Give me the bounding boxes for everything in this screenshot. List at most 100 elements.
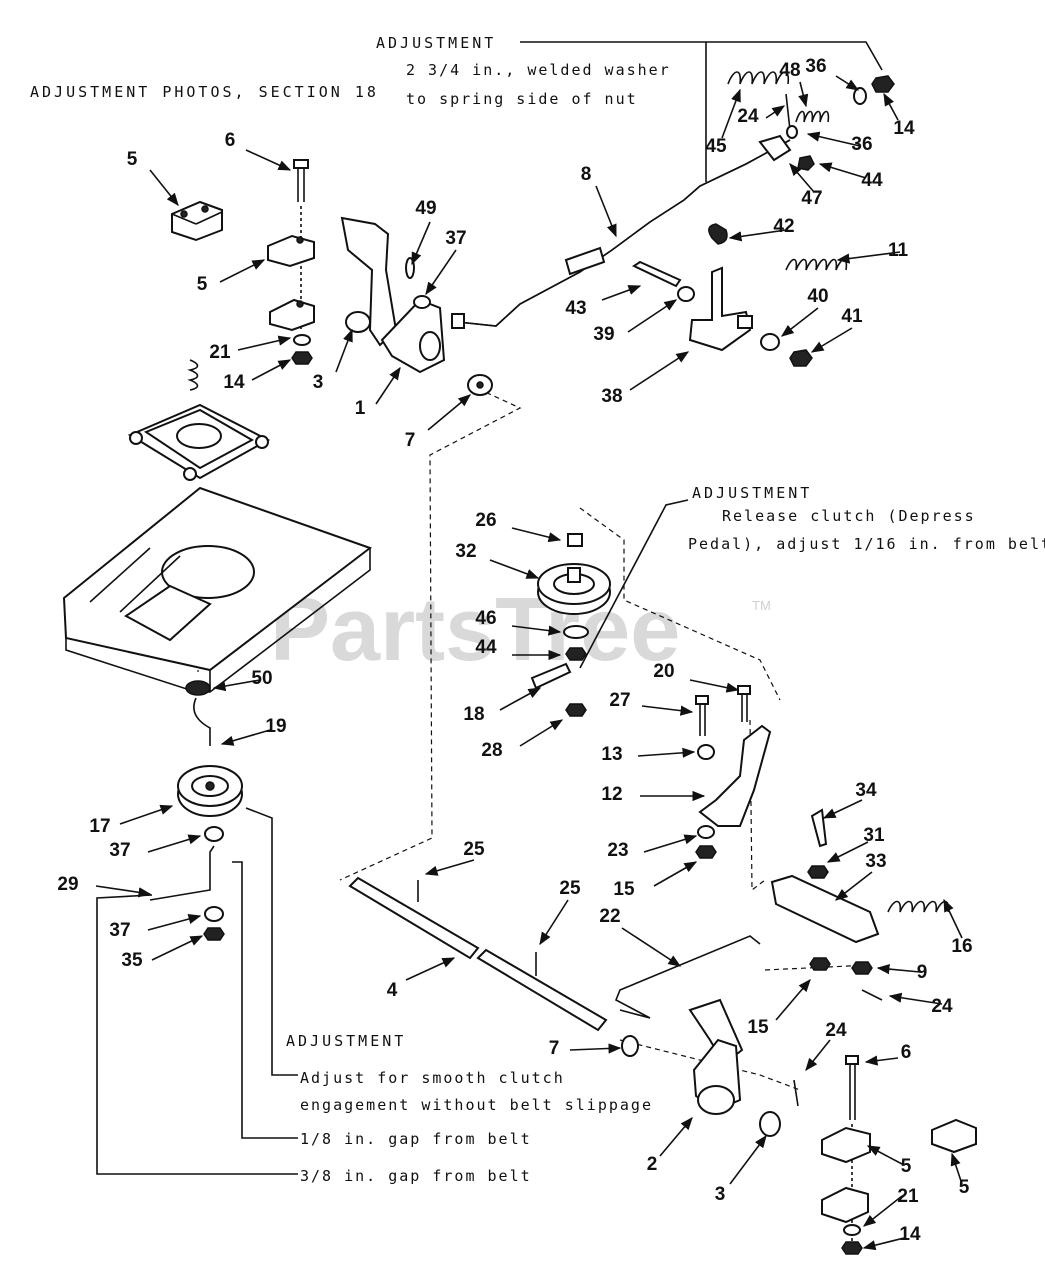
pins-49-37 <box>405 257 431 309</box>
nut-41 <box>789 349 813 367</box>
callout-arrow <box>424 859 475 876</box>
callout-arrow <box>601 285 642 301</box>
callout-arrow <box>888 992 943 1005</box>
belt-guide-29 <box>149 845 215 901</box>
callout-label-2: 2 <box>647 1154 658 1175</box>
nut-15-right <box>809 957 831 971</box>
callout-label-21: 21 <box>897 1186 919 1207</box>
clip-42 <box>708 223 728 245</box>
callout-arrow <box>641 705 694 716</box>
note-adj1-title: ADJUSTMENT <box>376 34 496 52</box>
clutch-pedal-1 <box>340 216 493 396</box>
clutch-pedal-2 <box>688 998 781 1137</box>
block-5-lower <box>931 1118 977 1154</box>
watermark-tm: TM <box>752 598 771 613</box>
callout-label-18: 18 <box>463 704 484 725</box>
callout-label-22: 22 <box>599 906 620 927</box>
callout-label-14: 14 <box>893 118 915 139</box>
clamp-5-lower-b <box>821 1186 869 1224</box>
bolt-27 <box>695 695 709 736</box>
callout-arrow <box>822 799 863 819</box>
callout-arrow <box>511 527 562 543</box>
callout-label-46: 46 <box>475 608 496 629</box>
callout-label-8: 8 <box>581 164 592 185</box>
callout-label-29: 29 <box>57 874 78 895</box>
note-adj3-line1: Adjust for smooth clutch <box>300 1069 565 1087</box>
callout-arrow <box>810 327 853 353</box>
rod-8 <box>451 139 791 329</box>
note-adj2-line1: Release clutch (Depress <box>722 507 976 525</box>
callout-arrow <box>943 898 963 939</box>
callout-arrow <box>595 185 617 238</box>
callout-arrow <box>659 1117 693 1157</box>
callout-arrow <box>219 259 266 283</box>
callout-label-12: 12 <box>601 784 622 805</box>
washer-23 <box>697 825 715 839</box>
callout-arrow <box>834 871 873 901</box>
callout-arrow <box>237 335 292 351</box>
callout-arrow <box>826 841 869 863</box>
idler-arm-19 <box>193 697 211 746</box>
callout-label-48: 48 <box>779 60 800 81</box>
callout-arrow <box>147 914 202 931</box>
washer-36-top <box>853 87 867 105</box>
callout-label-47: 47 <box>801 188 822 209</box>
callout-label-11: 11 <box>888 240 909 261</box>
callout-arrow <box>765 105 786 119</box>
callout-arrow <box>864 1055 899 1066</box>
spacer-39 <box>677 286 695 302</box>
callout-label-32: 32 <box>455 541 476 562</box>
callout-label-49: 49 <box>415 198 436 219</box>
note-adj3-line2: engagement without belt slippage <box>300 1096 653 1114</box>
callout-label-38: 38 <box>601 386 622 407</box>
nut-35 <box>203 927 225 941</box>
washer-50 <box>185 680 211 696</box>
callout-label-43: 43 <box>565 298 586 319</box>
callout-label-28: 28 <box>481 740 502 761</box>
callout-label-1: 1 <box>355 398 366 419</box>
washer-37-upper <box>204 826 224 842</box>
pin-24-top <box>785 93 791 131</box>
callout-arrow <box>499 687 542 711</box>
callout-arrow <box>805 1039 831 1071</box>
callout-arrow <box>489 559 540 579</box>
callout-arrow <box>147 834 202 853</box>
callout-arrow <box>643 834 698 853</box>
callout-arrow <box>425 249 457 296</box>
note-adj3-line4: 3/8 in. gap from belt <box>300 1167 532 1185</box>
callout-label-6: 6 <box>225 130 236 151</box>
callout-label-44: 44 <box>475 637 497 658</box>
callout-label-16: 16 <box>951 936 972 957</box>
callout-arrow <box>212 679 261 692</box>
watermark-text: PartsTree <box>270 580 680 680</box>
nut-26 <box>567 533 583 547</box>
clamp-5-lower <box>269 298 315 332</box>
callout-label-3: 3 <box>313 372 324 393</box>
bolt-18 <box>530 662 572 690</box>
callout-arrow <box>149 169 179 206</box>
callout-arrow <box>245 149 292 171</box>
callout-label-21: 21 <box>209 342 231 363</box>
callout-arrow <box>519 719 564 747</box>
callout-label-50: 50 <box>251 668 272 689</box>
washer-37-lower <box>204 906 224 922</box>
washer-21-lower <box>843 1224 861 1236</box>
callout-arrow <box>789 163 815 193</box>
callout-arrow <box>689 679 740 693</box>
washer-36-mid <box>786 125 798 139</box>
callout-label-24: 24 <box>931 996 953 1017</box>
callout-arrow <box>721 88 741 139</box>
callout-arrow <box>220 729 271 746</box>
spacer-40 <box>760 333 780 351</box>
callout-arrow <box>818 162 867 179</box>
callout-arrow <box>251 359 292 381</box>
callout-label-14: 14 <box>899 1224 921 1245</box>
callout-arrow <box>728 229 787 242</box>
callout-arrow <box>866 1145 903 1165</box>
pulley-17 <box>177 765 243 817</box>
nut-28 <box>565 703 587 717</box>
callout-label-35: 35 <box>121 950 143 971</box>
callout-arrow <box>427 394 471 431</box>
callout-arrow <box>835 75 860 91</box>
